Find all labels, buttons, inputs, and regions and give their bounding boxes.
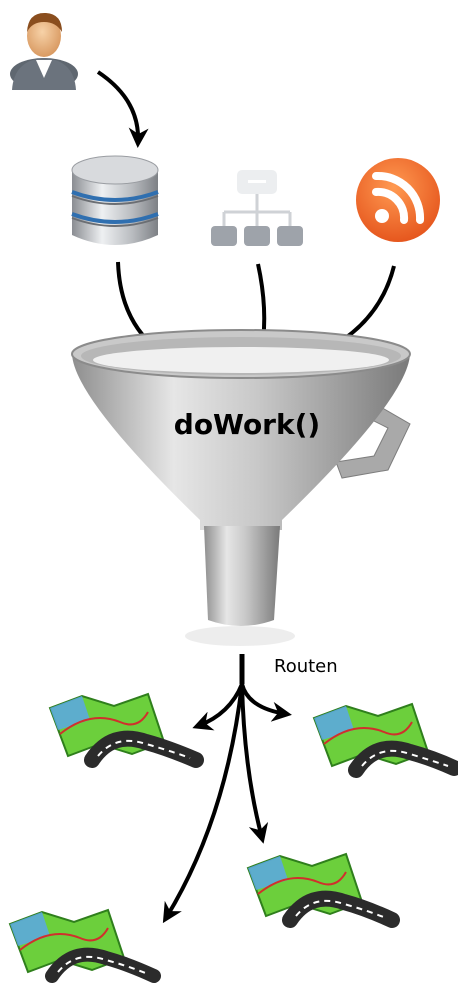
sitemap-icon (211, 170, 303, 246)
arrow-user-to-database (96, 70, 149, 148)
route-map-icon-3 (246, 852, 400, 928)
output-label: Routen (274, 656, 338, 677)
route-map-icon-1 (48, 692, 204, 768)
rss-feed-icon (356, 158, 440, 242)
user-icon (10, 12, 78, 90)
arrow-to-route-map-2 (240, 683, 292, 722)
route-map-icon-2 (312, 702, 458, 778)
arrow-to-route-map-4 (162, 683, 244, 924)
database-icon (71, 155, 159, 245)
funnel-icon (71, 329, 411, 646)
route-map-icon-4 (8, 908, 161, 983)
arrow-to-route-map-3 (240, 683, 269, 844)
output-arrows (162, 654, 292, 924)
function-label: doWork() (174, 408, 320, 441)
